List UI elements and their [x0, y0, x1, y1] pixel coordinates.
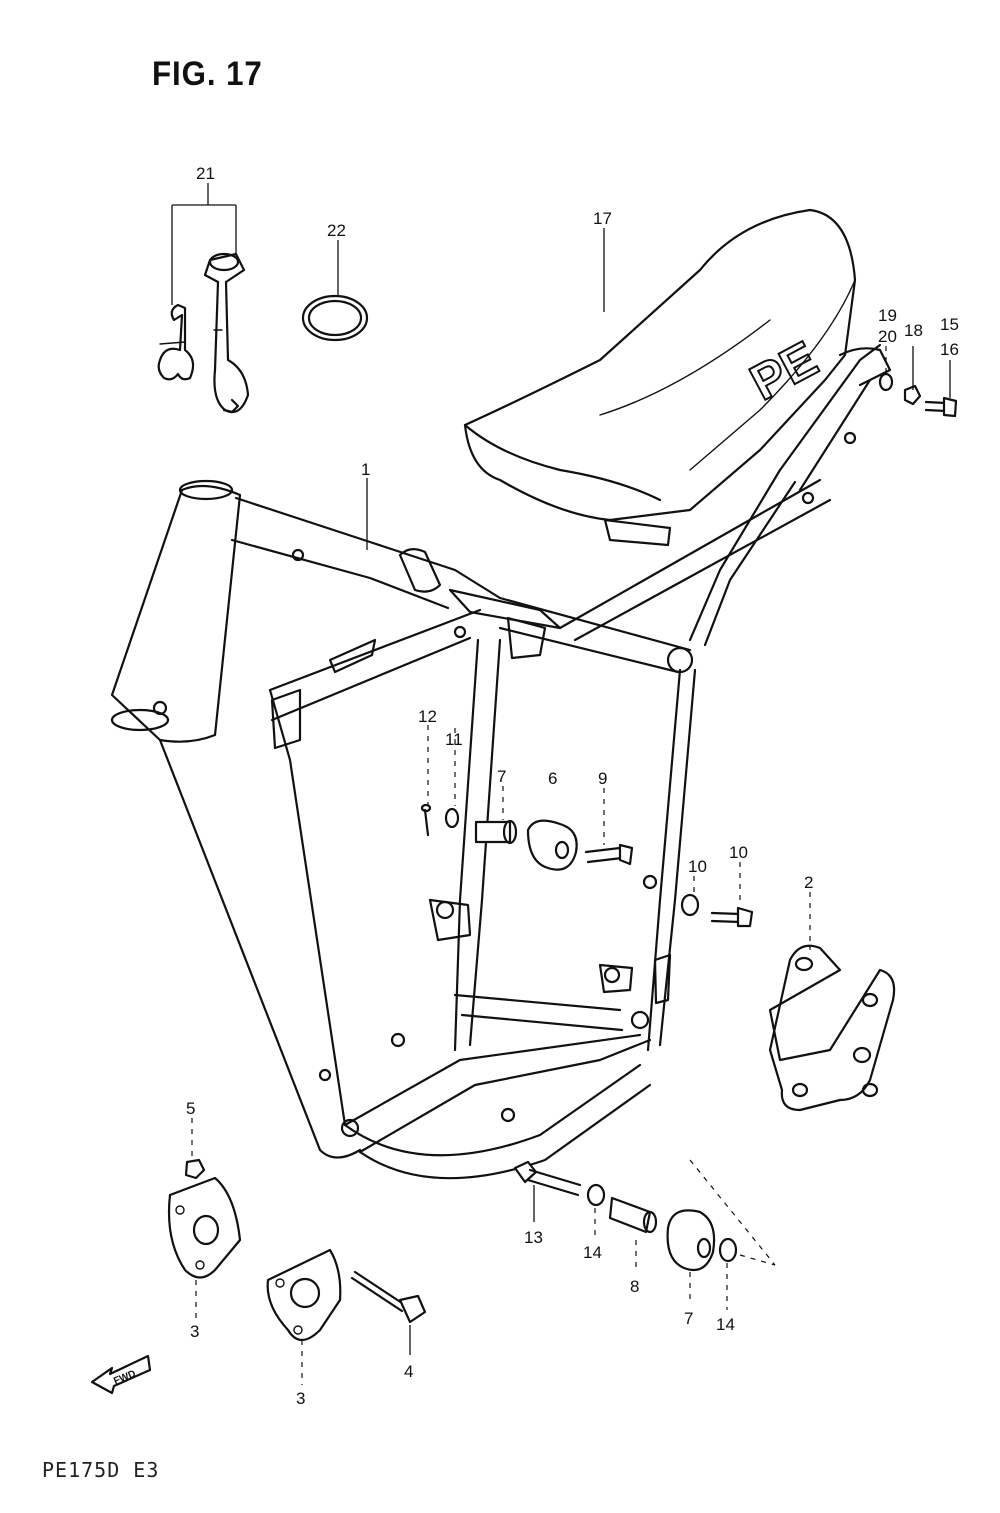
callout-5: 5 — [186, 1099, 195, 1118]
collar-upper[interactable] — [526, 819, 578, 871]
model-code: PE175D E3 — [42, 1458, 160, 1482]
screw-small-12[interactable] — [420, 803, 432, 837]
callout-10: 10 — [729, 843, 748, 862]
bolt-side[interactable] — [710, 906, 754, 928]
callout-3-left: 3 — [190, 1322, 199, 1341]
callout-labels: 21 22 17 19 20 18 15 16 1 12 11 7 6 9 10… — [186, 164, 959, 1408]
callout-3-right: 3 — [296, 1389, 305, 1408]
bolt-upper-mount[interactable] — [584, 843, 634, 866]
frame-body[interactable] — [110, 343, 882, 1180]
bolt-front-mount[interactable] — [350, 1270, 427, 1324]
engine-mount-plate-front-b[interactable] — [266, 1248, 342, 1342]
leader-lines — [171, 183, 951, 1385]
callout-2: 2 — [804, 873, 813, 892]
bolt-small-11[interactable] — [444, 807, 460, 829]
washer-upper[interactable] — [680, 893, 700, 917]
washer-lower-a[interactable] — [586, 1183, 606, 1207]
tool-set[interactable] — [157, 252, 250, 414]
callout-7-lower: 8 — [630, 1277, 639, 1296]
callout-8: 9 — [598, 769, 607, 788]
callout-17: 16 — [940, 340, 959, 359]
collar-lower[interactable] — [666, 1209, 716, 1272]
callout-18: 18 — [904, 321, 923, 340]
forward-arrow-icon: FWD — [90, 1354, 152, 1395]
spacer-lower[interactable] — [608, 1196, 658, 1234]
washer-lower-b[interactable] — [718, 1237, 738, 1263]
callout-14-left: 14 — [583, 1243, 602, 1262]
callout-4: 4 — [404, 1362, 413, 1381]
callout-1: 1 — [361, 460, 370, 479]
engine-mount-plate-rear[interactable] — [768, 944, 896, 1112]
callout-12: 12 — [418, 707, 437, 726]
callout-13: 13 — [524, 1228, 543, 1247]
callout-9: 10 — [688, 857, 707, 876]
seat-assembly[interactable]: PE — [463, 208, 892, 522]
callout-20: 20 — [878, 327, 897, 346]
o-ring[interactable] — [301, 294, 369, 342]
seat-washer[interactable] — [878, 372, 894, 392]
seat-bolt[interactable] — [924, 396, 958, 418]
callout-19: 19 — [878, 306, 897, 325]
callout-21: 21 — [196, 164, 215, 183]
callout-6-upper: 6 — [548, 769, 557, 788]
nut-front-mount[interactable] — [184, 1158, 206, 1180]
callout-15: 17 — [593, 209, 612, 228]
callout-11: 11 — [445, 730, 463, 749]
callout-6-lower: 7 — [684, 1309, 693, 1328]
spacer-upper[interactable] — [474, 819, 518, 845]
callout-22: 22 — [327, 221, 346, 240]
engine-mount-plate-front-a[interactable] — [167, 1176, 242, 1279]
bolt-lower-mount[interactable] — [513, 1160, 582, 1197]
callout-14-right: 14 — [716, 1315, 735, 1334]
figure-title: FIG. 17 — [152, 55, 263, 93]
callout-7-upper: 7 — [497, 767, 506, 786]
callout-16: 15 — [940, 315, 959, 334]
